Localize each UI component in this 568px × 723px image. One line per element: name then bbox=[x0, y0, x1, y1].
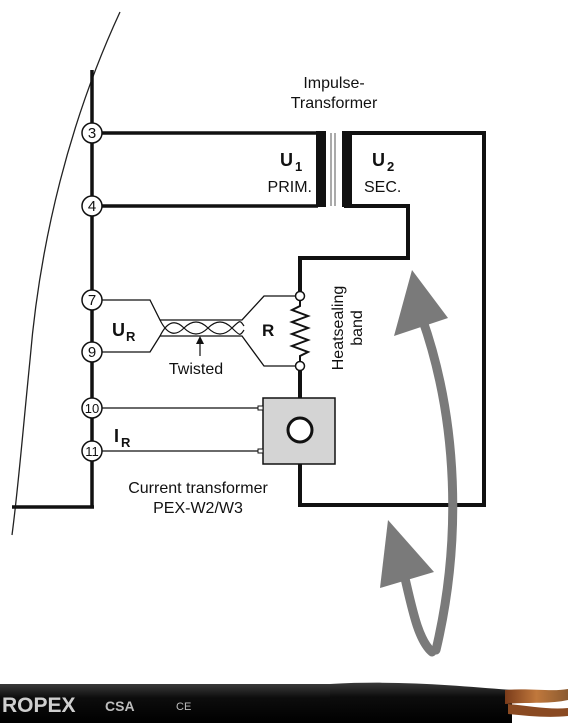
current-transformer-core bbox=[286, 416, 314, 444]
flex-arrow-upper-head bbox=[394, 270, 448, 336]
primary-label: PRIM. bbox=[268, 179, 312, 196]
terminal-label: 3 bbox=[88, 125, 96, 142]
transformer-secondary-core bbox=[342, 131, 352, 207]
band-label-line1: Heatsealing bbox=[330, 286, 347, 371]
ct-terminal-11 bbox=[257, 448, 264, 454]
twisted-pair bbox=[159, 319, 245, 337]
svg-text:U: U bbox=[280, 150, 293, 170]
svg-text:I: I bbox=[114, 426, 119, 446]
terminal-label: 10 bbox=[85, 401, 99, 416]
svg-text:R: R bbox=[121, 435, 131, 450]
terminal-label: 9 bbox=[88, 344, 96, 361]
svg-text:1: 1 bbox=[295, 159, 302, 174]
device-housing-outline bbox=[11, 11, 121, 536]
current-transformer-label-line1: Current transformer bbox=[128, 480, 268, 497]
terminal-7: 7 bbox=[81, 289, 103, 311]
cable-ce-mark: CE bbox=[176, 701, 191, 713]
secondary-wire-inner bbox=[298, 204, 410, 296]
transformer-title-line2: Transformer bbox=[291, 95, 378, 112]
current-transformer-label-line2: PEX-W2/W3 bbox=[153, 500, 243, 517]
terminal-3: 3 bbox=[81, 122, 103, 144]
band-node-top bbox=[294, 290, 306, 302]
band-label-line2: band bbox=[349, 310, 366, 346]
svg-text:U: U bbox=[372, 150, 385, 170]
cable-brand: ROPEX bbox=[2, 694, 76, 717]
cable-marking: CSA bbox=[105, 698, 135, 714]
flex-arrow-upper bbox=[417, 313, 458, 655]
terminal-10: 10 bbox=[81, 397, 103, 419]
measure-lead-upper bbox=[101, 295, 296, 321]
secondary-wire-outer bbox=[298, 131, 486, 507]
terminal-11: 11 bbox=[81, 440, 103, 462]
svg-text:R: R bbox=[126, 329, 136, 344]
secondary-voltage-label: U 2 bbox=[372, 150, 394, 174]
cable-photo: ROPEX CSA CE bbox=[0, 682, 568, 723]
primary-voltage-label: U 1 bbox=[280, 150, 302, 174]
secondary-label: SEC. bbox=[364, 179, 401, 196]
voltage-ur-label: U R bbox=[112, 320, 136, 344]
flex-arrow-lower bbox=[399, 569, 437, 657]
transformer-title-line1: Impulse- bbox=[303, 75, 364, 92]
twisted-label: Twisted bbox=[169, 361, 223, 378]
svg-text:2: 2 bbox=[387, 159, 394, 174]
terminal-9: 9 bbox=[81, 341, 103, 363]
flex-arrow-lower-head bbox=[380, 520, 434, 588]
terminal-4: 4 bbox=[81, 195, 103, 217]
svg-text:U: U bbox=[112, 320, 125, 340]
measure-lead-lower bbox=[101, 335, 296, 367]
resistor-label: R bbox=[262, 321, 274, 340]
resistor-symbol bbox=[289, 300, 311, 362]
band-node-bottom bbox=[294, 360, 306, 372]
terminal-label: 7 bbox=[88, 292, 96, 309]
terminal-label: 11 bbox=[85, 444, 99, 459]
twisted-arrow-head bbox=[196, 336, 204, 344]
ct-terminal-10 bbox=[257, 405, 264, 411]
terminal-label: 4 bbox=[88, 198, 96, 215]
transformer-primary-core bbox=[316, 131, 326, 207]
current-ir-label: I R bbox=[114, 426, 131, 450]
